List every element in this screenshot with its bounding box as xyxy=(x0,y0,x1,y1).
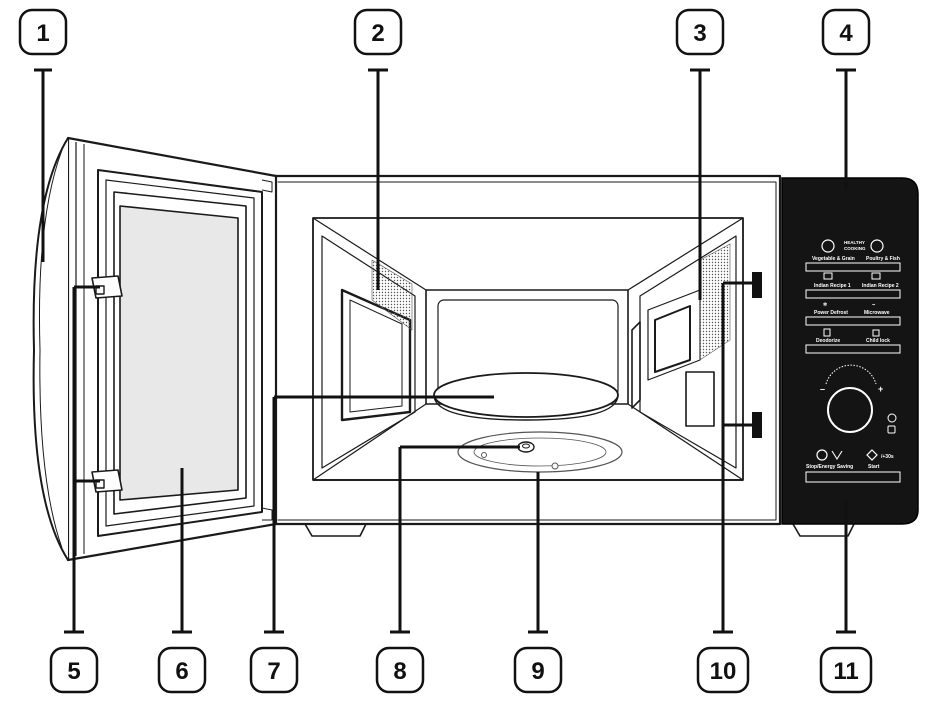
turntable xyxy=(433,372,619,421)
callout-4-label: 4 xyxy=(839,20,853,47)
child-lock-label: Child lock xyxy=(866,338,890,344)
stop-start-button[interactable] xyxy=(805,471,901,483)
vent-grille-right xyxy=(699,243,731,361)
indian-recipe-1-icon xyxy=(823,272,833,280)
callout-9-label: 9 xyxy=(531,658,544,685)
indian-recipe-1-label: Indian Recipe 1 xyxy=(814,283,851,289)
callout-2-label: 2 xyxy=(371,20,384,47)
row4-button[interactable] xyxy=(805,344,901,354)
vegetable-grain-icon xyxy=(821,239,835,253)
energy-saving-icon xyxy=(831,450,843,461)
dial-arc xyxy=(825,364,877,385)
deodorize-label: Deodorize xyxy=(816,338,840,344)
stop-icon xyxy=(816,449,828,461)
poultry-fish-icon xyxy=(870,239,884,253)
callout-7-label: 7 xyxy=(267,658,280,685)
child-lock-icon xyxy=(872,329,880,337)
callout-badges: 1 2 3 4 5 6 7 8 xyxy=(18,8,873,694)
callout-6-label: 6 xyxy=(175,658,188,685)
stop-energy-saving-label: Stop/Energy Saving xyxy=(806,464,853,470)
dial-plus-sign: + xyxy=(878,384,883,394)
oven-body xyxy=(270,174,855,537)
start-label: Start xyxy=(868,464,880,470)
start-icon xyxy=(866,449,878,461)
deodorize-icon xyxy=(823,328,831,337)
indian-recipe-2-label: Indian Recipe 2 xyxy=(862,283,899,289)
microwave-icon: ⌣ xyxy=(872,302,876,308)
callout-10-label: 10 xyxy=(710,658,737,685)
roller-ring xyxy=(457,431,623,473)
power-defrost-icon: ✲ xyxy=(823,302,827,308)
callout-3: 3 xyxy=(675,8,725,56)
callout-10: 10 xyxy=(696,646,750,694)
row3-button[interactable] xyxy=(805,316,901,326)
clock-icon xyxy=(887,413,897,423)
callout-1-label: 1 xyxy=(36,20,49,47)
healthy-cooking-label-1: HEALTHY xyxy=(844,240,865,245)
door xyxy=(32,136,278,562)
callout-11-label: 11 xyxy=(833,658,858,685)
healthy-cooking-label-2: COOKING xyxy=(844,246,866,251)
callout-1: 1 xyxy=(18,8,68,56)
row1-button[interactable] xyxy=(805,262,901,272)
callout-5: 5 xyxy=(49,646,99,694)
callout-7: 7 xyxy=(249,646,299,694)
oven-cavity xyxy=(312,217,762,481)
callout-11: 11 xyxy=(819,646,873,694)
vegetable-grain-label: Vegetable & Grain xyxy=(812,256,855,262)
callout-5-label: 5 xyxy=(67,658,80,685)
callout-2: 2 xyxy=(353,8,403,56)
leader-lines xyxy=(34,68,856,634)
callout-8-label: 8 xyxy=(393,658,406,685)
control-panel: HEALTHY COOKING Vegetable & Grain Poultr… xyxy=(781,177,919,525)
indian-recipe-2-icon xyxy=(871,272,881,280)
vent-grille-left xyxy=(371,259,413,331)
timer-icon xyxy=(887,425,896,434)
callout-9: 9 xyxy=(513,646,563,694)
power-defrost-label: Power Defrost xyxy=(814,310,848,316)
dial-knob[interactable] xyxy=(827,387,873,433)
coupler xyxy=(517,441,535,453)
dial-minus-sign: – xyxy=(820,384,825,394)
microwave-label: Microwave xyxy=(864,310,890,316)
callout-8: 8 xyxy=(375,646,425,694)
callout-6: 6 xyxy=(157,646,207,694)
callout-4: 4 xyxy=(821,8,871,56)
row2-button[interactable] xyxy=(805,289,901,299)
callout-3-label: 3 xyxy=(693,20,706,47)
start-plus-30s-label: /+30s xyxy=(881,454,894,460)
poultry-fish-label: Poultry & Fish xyxy=(866,256,900,262)
